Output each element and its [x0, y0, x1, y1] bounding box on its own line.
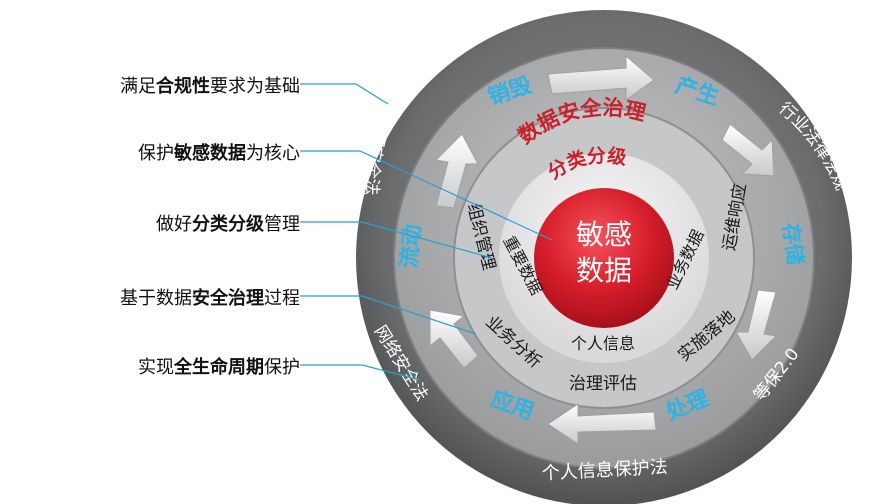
- stage-flow: 流动: [396, 223, 426, 269]
- leader-line-3: [300, 221, 493, 259]
- leader-line-1: [300, 83, 389, 105]
- principle-classification: 做好分类分级管理: [156, 214, 300, 235]
- gov-assessment: 治理评估: [569, 374, 637, 394]
- arrow-right-lower: [735, 289, 778, 361]
- leader-line-5: [300, 364, 421, 381]
- principle-lifecycle: 实现全生命周期保护: [138, 357, 300, 378]
- arrow-left-upper: [434, 133, 479, 209]
- class-personal-info: 个人信息: [571, 334, 635, 353]
- leader-line-2: [300, 150, 553, 241]
- stage-store: 存储: [778, 222, 808, 267]
- core-label-line1: 敏感: [576, 218, 632, 251]
- lifecycle-arrows: [429, 54, 778, 445]
- arrow-top: [547, 54, 655, 101]
- principle-sensitive-data: 保护敏感数据为核心: [138, 143, 300, 164]
- principle-governance: 基于数据安全治理过程: [120, 288, 300, 309]
- core-label-line2: 数据: [576, 254, 632, 287]
- principle-compliance: 满足合规性要求为基础: [120, 76, 300, 97]
- arrow-left-lower: [429, 309, 479, 369]
- arrow-bottom: [547, 403, 657, 445]
- governance-ring-rim: [453, 107, 755, 409]
- arrow-right-upper: [721, 123, 775, 177]
- leader-lines: [300, 83, 553, 381]
- core-circle: [534, 188, 674, 328]
- leader-line-4: [300, 295, 477, 335]
- lifecycle-ring-rim: [393, 47, 815, 469]
